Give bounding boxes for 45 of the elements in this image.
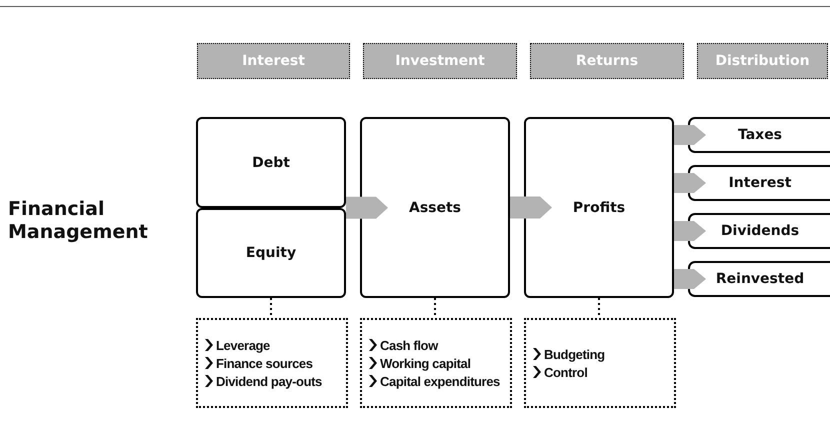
process-box [196,117,346,208]
distribution-box [688,261,830,297]
diagram-title: Financial Management [8,198,149,244]
box-label: Reinvested [716,271,804,287]
stage-label: Returns [576,53,638,69]
box-label: Debt [252,154,290,170]
distribution-box [688,117,830,153]
box-label: Interest [728,175,792,191]
list-item: Control [544,364,588,380]
stage-label: Investment [395,53,485,69]
process-box [524,117,674,298]
process-box [360,117,510,298]
stage-label: Distribution [715,53,810,69]
block-arrow [674,221,706,241]
stage-header [530,43,684,79]
list-item: Leverage [216,338,270,352]
stage-label: Interest [242,53,305,69]
dotted-connector [434,298,436,318]
process-box [196,208,346,298]
dotted-connector [598,298,600,318]
stage-header [197,43,350,79]
dotted-connector [270,298,272,318]
bullet-list-box [360,318,512,408]
box-label: Taxes [738,127,782,143]
block-arrow [346,196,388,219]
list-item: Dividend pay-outs [216,374,322,388]
block-arrow [674,173,706,193]
list-item: Budgeting [544,346,605,362]
stage-header [697,43,828,79]
box-label: Profits [572,200,626,216]
distribution-box [688,165,830,201]
stage-header [363,43,517,79]
list-item: Cash flow [380,338,438,352]
box-label: Dividends [720,223,800,239]
list-item: Capital expenditures [380,374,500,388]
bullet-list-box [524,318,676,408]
block-arrow [674,125,706,145]
box-label: Assets [408,200,462,216]
block-arrow [674,269,706,289]
box-label: Equity [246,245,296,261]
block-arrow [510,196,552,218]
distribution-box [688,213,830,249]
bullet-list-box [196,318,348,408]
list-item: Working capital [380,356,471,370]
list-item: Finance sources [216,356,313,370]
